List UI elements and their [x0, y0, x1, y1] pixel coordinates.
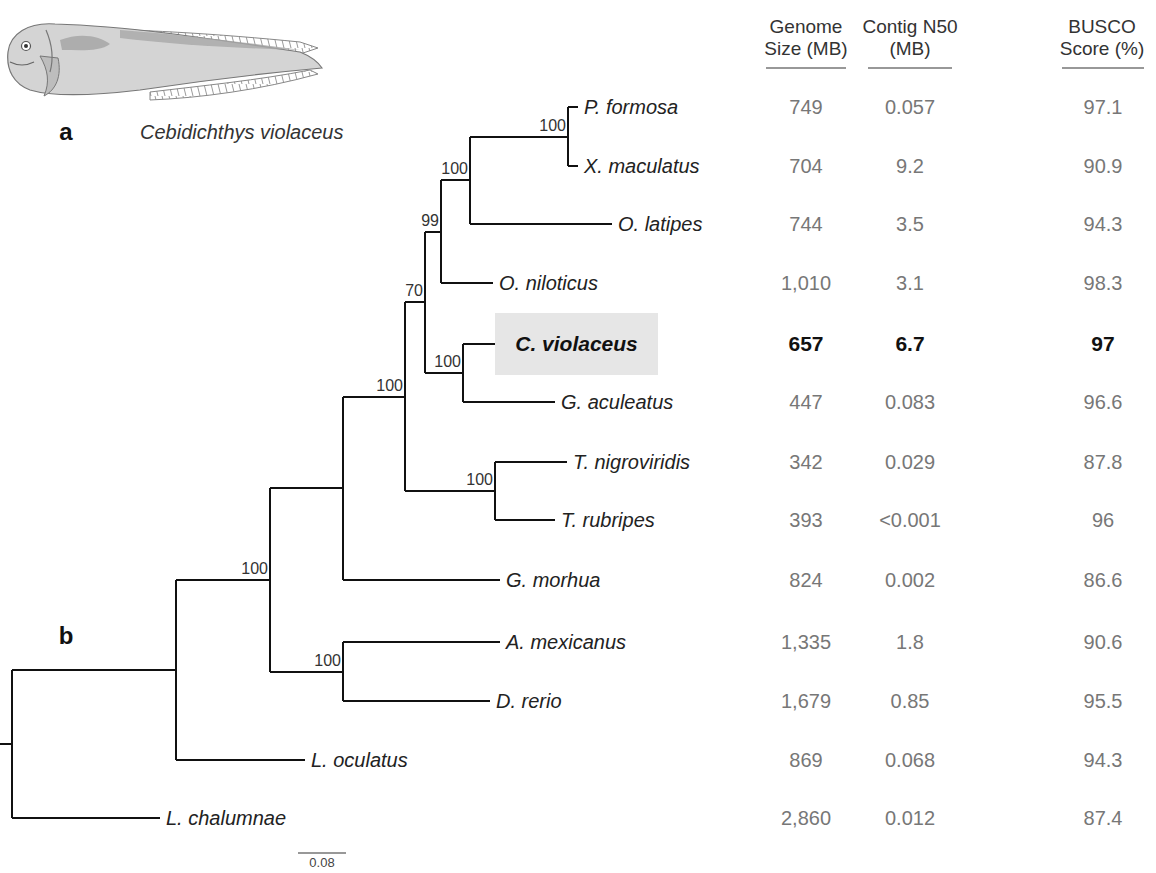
table-cell: 0.012 — [885, 807, 935, 830]
bootstrap-value: 100 — [539, 117, 566, 135]
table-cell: 3.1 — [896, 272, 924, 295]
tree-branches — [0, 107, 612, 818]
taxon-label: T. nigroviridis — [573, 451, 690, 474]
column-header: BUSCO Score (%) — [1052, 16, 1152, 60]
table-cell: 97 — [1091, 332, 1114, 356]
table-cell: 95.5 — [1084, 690, 1123, 713]
table-cell: 98.3 — [1084, 272, 1123, 295]
table-cell: 87.8 — [1084, 451, 1123, 474]
table-cell: 0.057 — [885, 96, 935, 119]
table-cell: 704 — [789, 155, 822, 178]
bootstrap-value: 70 — [405, 282, 423, 300]
panel-letter: b — [59, 622, 74, 650]
bootstrap-value: 100 — [241, 560, 268, 578]
table-cell: 2,860 — [781, 807, 831, 830]
bootstrap-value: 100 — [434, 353, 461, 371]
bootstrap-value: 100 — [441, 160, 468, 178]
scale-label: 0.08 — [309, 856, 334, 871]
bootstrap-value: 100 — [376, 377, 403, 395]
table-cell: 1,679 — [781, 690, 831, 713]
table-cell: 744 — [789, 213, 822, 236]
highlight-box: C. violaceus — [495, 313, 658, 375]
bootstrap-value: 100 — [314, 652, 341, 670]
taxon-label: P. formosa — [584, 96, 678, 119]
taxon-label: A. mexicanus — [506, 631, 626, 654]
table-cell: 0.068 — [885, 749, 935, 772]
table-cell: 94.3 — [1084, 213, 1123, 236]
table-cell: 97.1 — [1084, 96, 1123, 119]
table-cell: 96 — [1092, 509, 1114, 532]
table-cell: 447 — [789, 391, 822, 414]
table-cell: 9.2 — [896, 155, 924, 178]
table-cell: 90.9 — [1084, 155, 1123, 178]
table-cell: 0.029 — [885, 451, 935, 474]
header-underlines — [766, 67, 1144, 68]
scale-bar — [298, 852, 346, 853]
table-cell: 3.5 — [896, 213, 924, 236]
table-cell: 393 — [789, 509, 822, 532]
taxon-label: L. oculatus — [311, 749, 408, 772]
table-cell: 87.4 — [1084, 807, 1123, 830]
table-cell: <0.001 — [879, 509, 941, 532]
taxon-label: D. rerio — [496, 690, 562, 713]
table-cell: 749 — [789, 96, 822, 119]
table-cell: 96.6 — [1084, 391, 1123, 414]
fish-illustration — [8, 24, 322, 100]
table-cell: 0.083 — [885, 391, 935, 414]
taxon-label: T. rubripes — [561, 509, 655, 532]
table-cell: 0.85 — [891, 690, 930, 713]
table-cell: 657 — [788, 332, 823, 356]
table-cell: 86.6 — [1084, 569, 1123, 592]
table-cell: 1.8 — [896, 631, 924, 654]
panel-letter: a — [59, 118, 72, 146]
table-cell: 94.3 — [1084, 749, 1123, 772]
column-header: Genome Size (MB) — [756, 16, 856, 60]
table-cell: 1,010 — [781, 272, 831, 295]
table-cell: 869 — [789, 749, 822, 772]
taxon-label: L. chalumnae — [166, 807, 286, 830]
column-header: Contig N50 (MB) — [860, 16, 960, 60]
table-cell: 1,335 — [781, 631, 831, 654]
table-cell: 90.6 — [1084, 631, 1123, 654]
bootstrap-value: 99 — [421, 212, 439, 230]
taxon-label: X. maculatus — [584, 155, 700, 178]
species-caption: Cebidichthys violaceus — [140, 121, 343, 144]
bootstrap-value: 100 — [466, 471, 493, 489]
table-cell: 342 — [789, 451, 822, 474]
taxon-label: O. latipes — [618, 213, 702, 236]
taxon-label: G. morhua — [506, 569, 600, 592]
table-cell: 0.002 — [885, 569, 935, 592]
highlighted-taxon: C. violaceus — [515, 332, 638, 356]
table-cell: 824 — [789, 569, 822, 592]
taxon-label: O. niloticus — [499, 272, 598, 295]
table-cell: 6.7 — [895, 332, 924, 356]
taxon-label: G. aculeatus — [561, 391, 673, 414]
